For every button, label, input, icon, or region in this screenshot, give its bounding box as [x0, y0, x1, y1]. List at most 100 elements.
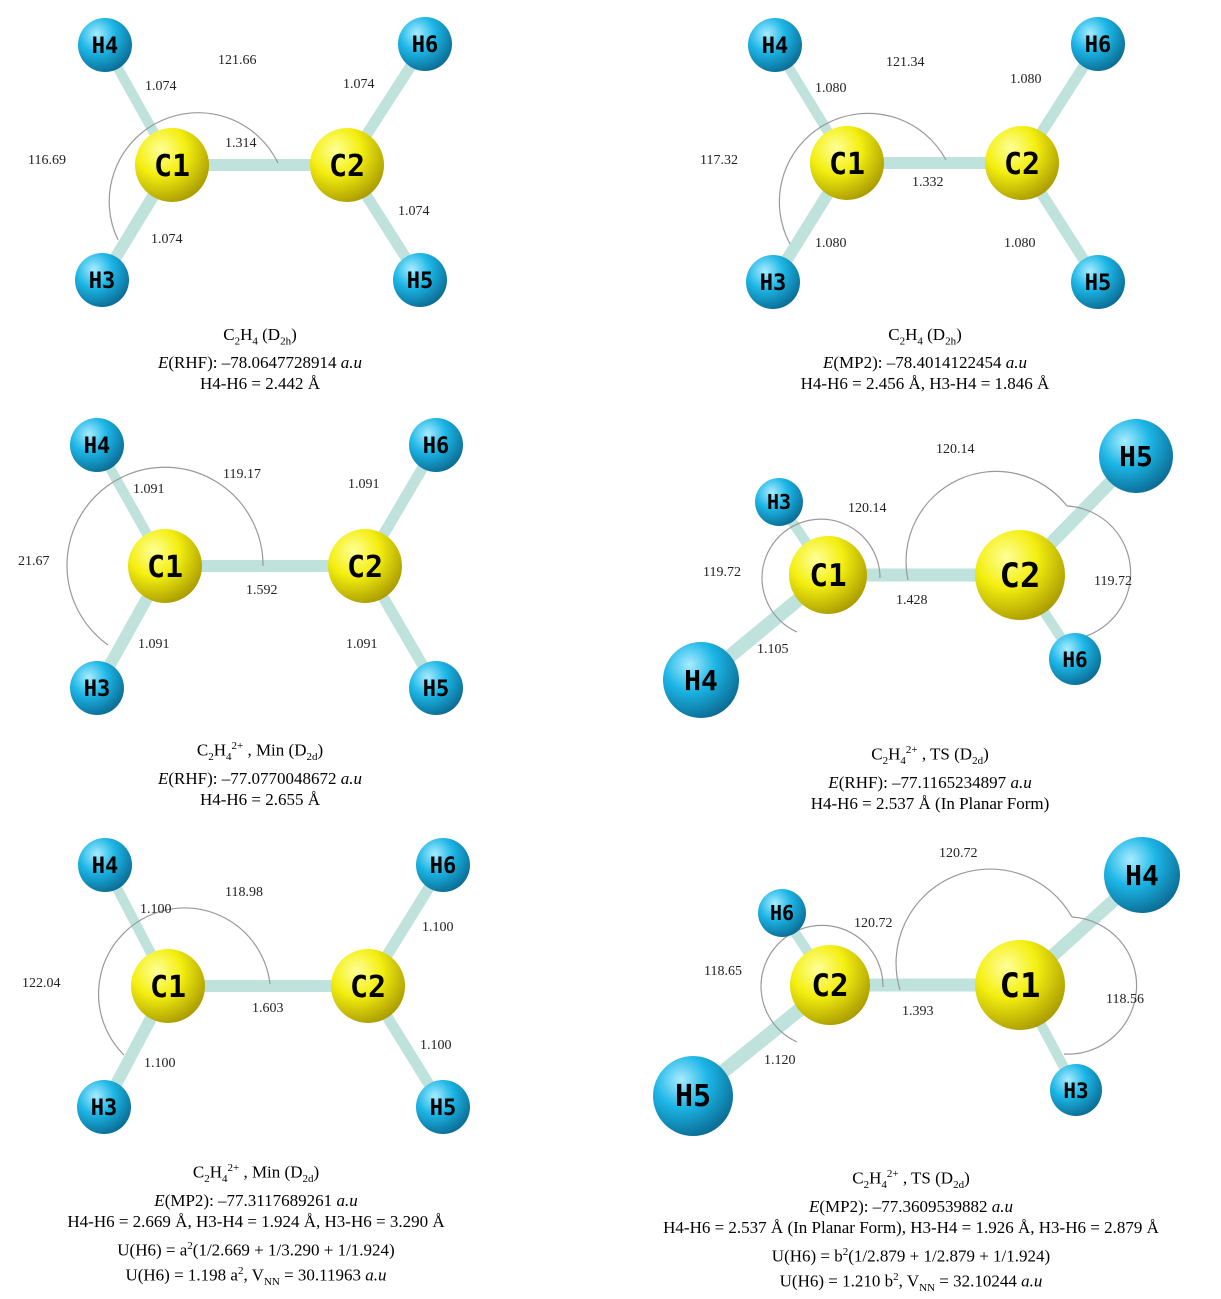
distance-line: H4-H6 = 2.537 Å (In Planar Form), H3-H4 …: [663, 1218, 1159, 1238]
atom-c2: C2: [328, 529, 402, 603]
bond-length-label: 1.091: [133, 482, 165, 497]
distance-line: H4-H6 = 2.669 Å, H3-H4 = 1.924 Å, H3-H6 …: [67, 1212, 445, 1232]
svg-text:H5: H5: [407, 269, 434, 294]
atom-c1: C1: [789, 536, 867, 614]
panel-2: H4 H6 H3 H5 C1 C2 121.34 117.32 1.080 1.…: [700, 17, 1125, 309]
distance-line: H4-H6 = 2.456 Å, H3-H4 = 1.846 Å: [800, 374, 1050, 394]
svg-text:C2: C2: [350, 970, 386, 1005]
atom-c1: C1: [810, 126, 884, 200]
svg-text:H3: H3: [91, 1096, 118, 1121]
svg-text:H5: H5: [423, 677, 450, 702]
formula-line: U(H6) = 1.210 b2, VNN = 32.10244 a.u: [779, 1270, 1043, 1294]
energy-line: E(MP2): –77.3609539882 a.u: [808, 1197, 1013, 1217]
caption-panel-6: C2H42+ , TS (D2d) E(MP2): –77.3609539882…: [606, 1164, 1216, 1299]
angle-arc: [66, 466, 264, 646]
atom-h6: H6: [758, 889, 806, 937]
bond-length-label: 1.332: [912, 175, 944, 190]
energy-line: E(MP2): –78.4014122454 a.u: [822, 353, 1027, 373]
bond-length-label: 1.074: [145, 79, 177, 94]
energy-line: E(MP2): –77.3117689261 a.u: [154, 1191, 358, 1211]
caption-panel-5: C2H42+ , Min (D2d) E(MP2): –77.311768926…: [6, 1158, 506, 1293]
angle-arc: [97, 907, 271, 1056]
atom-h5: H5: [393, 253, 447, 307]
svg-text:H4: H4: [84, 434, 111, 459]
angle-arc: [905, 470, 1068, 581]
atom-h3: H3: [77, 1080, 131, 1134]
atom-h6: H6: [409, 418, 463, 472]
svg-text:H5: H5: [1085, 271, 1112, 296]
panel-1: H4 H6 H3 H5 C1 C2 121.66 116.69 1.074 1.…: [28, 17, 452, 307]
svg-text:C1: C1: [150, 970, 186, 1005]
atom-c1: C1: [975, 940, 1065, 1030]
svg-text:C1: C1: [829, 147, 865, 182]
svg-text:H3: H3: [84, 677, 111, 702]
svg-text:H5: H5: [675, 1079, 711, 1114]
bond-length-label: 1.314: [225, 136, 257, 151]
molecule-formula: C2H42+ , Min (D2d): [196, 740, 324, 764]
atom-h3: H3: [75, 253, 129, 307]
atom-h6: H6: [1071, 17, 1125, 71]
atom-h5: H5: [653, 1056, 733, 1136]
svg-text:H4: H4: [1125, 859, 1159, 892]
atom-h5: H5: [416, 1080, 470, 1134]
svg-text:H4: H4: [684, 664, 718, 697]
svg-text:H3: H3: [1063, 1079, 1088, 1103]
atom-c2: C2: [310, 128, 384, 202]
distance-line: H4-H6 = 2.537 Å (In Planar Form): [810, 794, 1050, 814]
angle-label: 116.69: [28, 153, 66, 168]
bond-length-label: 1.080: [1010, 72, 1042, 87]
bond-length-label: 1.074: [343, 77, 375, 92]
svg-text:H4: H4: [92, 34, 119, 59]
bond-length-label: 1.074: [151, 232, 183, 247]
atom-c1: C1: [131, 949, 205, 1023]
angle-label: 119.17: [223, 467, 261, 482]
atom-h6: H6: [1049, 633, 1101, 685]
bond-length-label: 1.105: [757, 642, 789, 657]
atom-h5: H5: [409, 661, 463, 715]
atom-c1: C1: [128, 529, 202, 603]
svg-text:H4: H4: [92, 854, 119, 879]
atom-c2: C2: [790, 945, 870, 1025]
atom-h5: H5: [1071, 255, 1125, 309]
caption-panel-2: C2H4 (D2h) E(MP2): –78.4014122454 a.u H4…: [760, 324, 1090, 394]
atom-h4: H4: [78, 838, 132, 892]
angle-label: 121.34: [886, 55, 925, 70]
angle-label: 120.14: [848, 501, 887, 516]
atom-c2: C2: [975, 530, 1065, 620]
panel-6: H6 H3 C2 C1 H4 H5 120.72 120.72 118.65 1…: [653, 837, 1180, 1136]
bond-length-label: 1.592: [246, 583, 278, 598]
svg-text:C2: C2: [329, 149, 365, 184]
energy-line: E(RHF): –78.0647728914 a.u: [157, 353, 362, 373]
bond-length-label: 1.080: [815, 81, 847, 96]
angle-arc: [1059, 505, 1132, 641]
atom-h4: H4: [70, 418, 124, 472]
panel-4: H3 H6 C1 C2 H5 H4 120.14 120.14 119.72 1…: [663, 419, 1173, 718]
panel-5: H4 H6 H3 H5 C1 C2 118.98 122.04 1.100 1.…: [22, 838, 470, 1134]
caption-panel-3: C2H42+ , Min (D2d) E(RHF): –77.077004867…: [130, 736, 390, 810]
svg-text:H6: H6: [430, 854, 457, 879]
distance-line: H4-H6 = 2.655 Å: [199, 790, 321, 810]
svg-text:H5: H5: [1119, 440, 1153, 473]
angle-arc: [778, 112, 947, 245]
angle-label: 120.14: [936, 442, 975, 457]
svg-text:C1: C1: [154, 149, 190, 184]
bond-length-label: 1.100: [422, 920, 454, 935]
molecule-formula: C2H4 (D2h): [888, 325, 962, 348]
angle-label: 121.66: [218, 53, 257, 68]
svg-text:H6: H6: [770, 901, 794, 925]
bond-length-label: 1.100: [144, 1056, 176, 1071]
angle-label: 118.65: [704, 964, 742, 979]
svg-text:C2: C2: [347, 550, 383, 585]
bond-length-label: 1.428: [896, 593, 928, 608]
atom-h4: H4: [663, 642, 739, 718]
bond-length-label: 1.091: [346, 637, 378, 652]
bond-length-label: 1.080: [1004, 236, 1036, 251]
atom-c1: C1: [135, 128, 209, 202]
angle-label: 118.56: [1106, 992, 1144, 1007]
angle-label: 122.04: [22, 976, 61, 991]
svg-text:C2: C2: [1000, 556, 1041, 596]
svg-text:C1: C1: [1000, 966, 1041, 1006]
atom-c2: C2: [985, 126, 1059, 200]
atom-h5: H5: [1099, 419, 1173, 493]
